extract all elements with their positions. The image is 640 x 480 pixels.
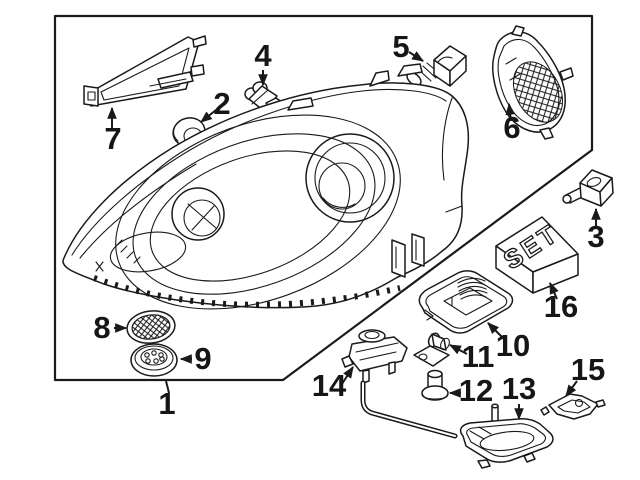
part-9-round-cap bbox=[130, 343, 178, 377]
arrow-to-part-14 bbox=[339, 365, 354, 388]
arrow-to-part-16 bbox=[549, 281, 559, 300]
callout-14-label: 14 bbox=[312, 368, 347, 403]
headlamp-assembly bbox=[62, 63, 470, 310]
part-13-rod-bracket bbox=[360, 380, 554, 469]
callout-9-label: 9 bbox=[194, 341, 211, 376]
callout-labels: 1 2 3 4 5 6 7 8 9 10 11 12 13 14 15 16 bbox=[93, 29, 605, 421]
tick-to-part-1 bbox=[165, 380, 170, 394]
assembly-bounding-box bbox=[53, 14, 594, 382]
callout-10-label: 10 bbox=[496, 328, 530, 363]
callout-3-label: 3 bbox=[587, 219, 604, 254]
arrow-to-part-2 bbox=[200, 109, 217, 123]
callout-4-label: 4 bbox=[254, 38, 272, 73]
part-15-clip bbox=[540, 393, 606, 420]
arrow-to-part-5 bbox=[408, 51, 425, 62]
part-7-bracket bbox=[83, 35, 207, 107]
callout-15-label: 15 bbox=[571, 352, 605, 387]
callout-8-label: 8 bbox=[93, 310, 110, 345]
part-5-bulb bbox=[406, 45, 467, 87]
arrow-to-part-15 bbox=[565, 380, 578, 397]
callout-arrows bbox=[107, 51, 601, 421]
callout-7-label: 7 bbox=[104, 121, 121, 156]
part-12-plug bbox=[421, 369, 449, 401]
callout-1-label: 1 bbox=[158, 386, 175, 421]
arrow-to-part-6 bbox=[505, 102, 516, 122]
callout-11-label: 11 bbox=[462, 339, 495, 374]
arrow-to-part-10 bbox=[487, 322, 506, 341]
part-11-clamp bbox=[413, 332, 450, 367]
part-8-mesh-cap bbox=[126, 310, 176, 344]
arrow-to-part-11 bbox=[448, 344, 468, 355]
callout-2-label: 2 bbox=[213, 86, 230, 121]
callout-16-label: 16 bbox=[544, 289, 578, 324]
callout-13-label: 13 bbox=[502, 371, 536, 406]
callout-12-label: 12 bbox=[459, 373, 493, 408]
part-14-bracket bbox=[341, 329, 408, 384]
callout-6-label: 6 bbox=[503, 110, 520, 145]
part-10-module bbox=[418, 270, 514, 334]
part-16-set-box: SET bbox=[495, 216, 579, 294]
callout-5-label: 5 bbox=[392, 29, 409, 64]
part-3-bulb bbox=[562, 169, 614, 207]
